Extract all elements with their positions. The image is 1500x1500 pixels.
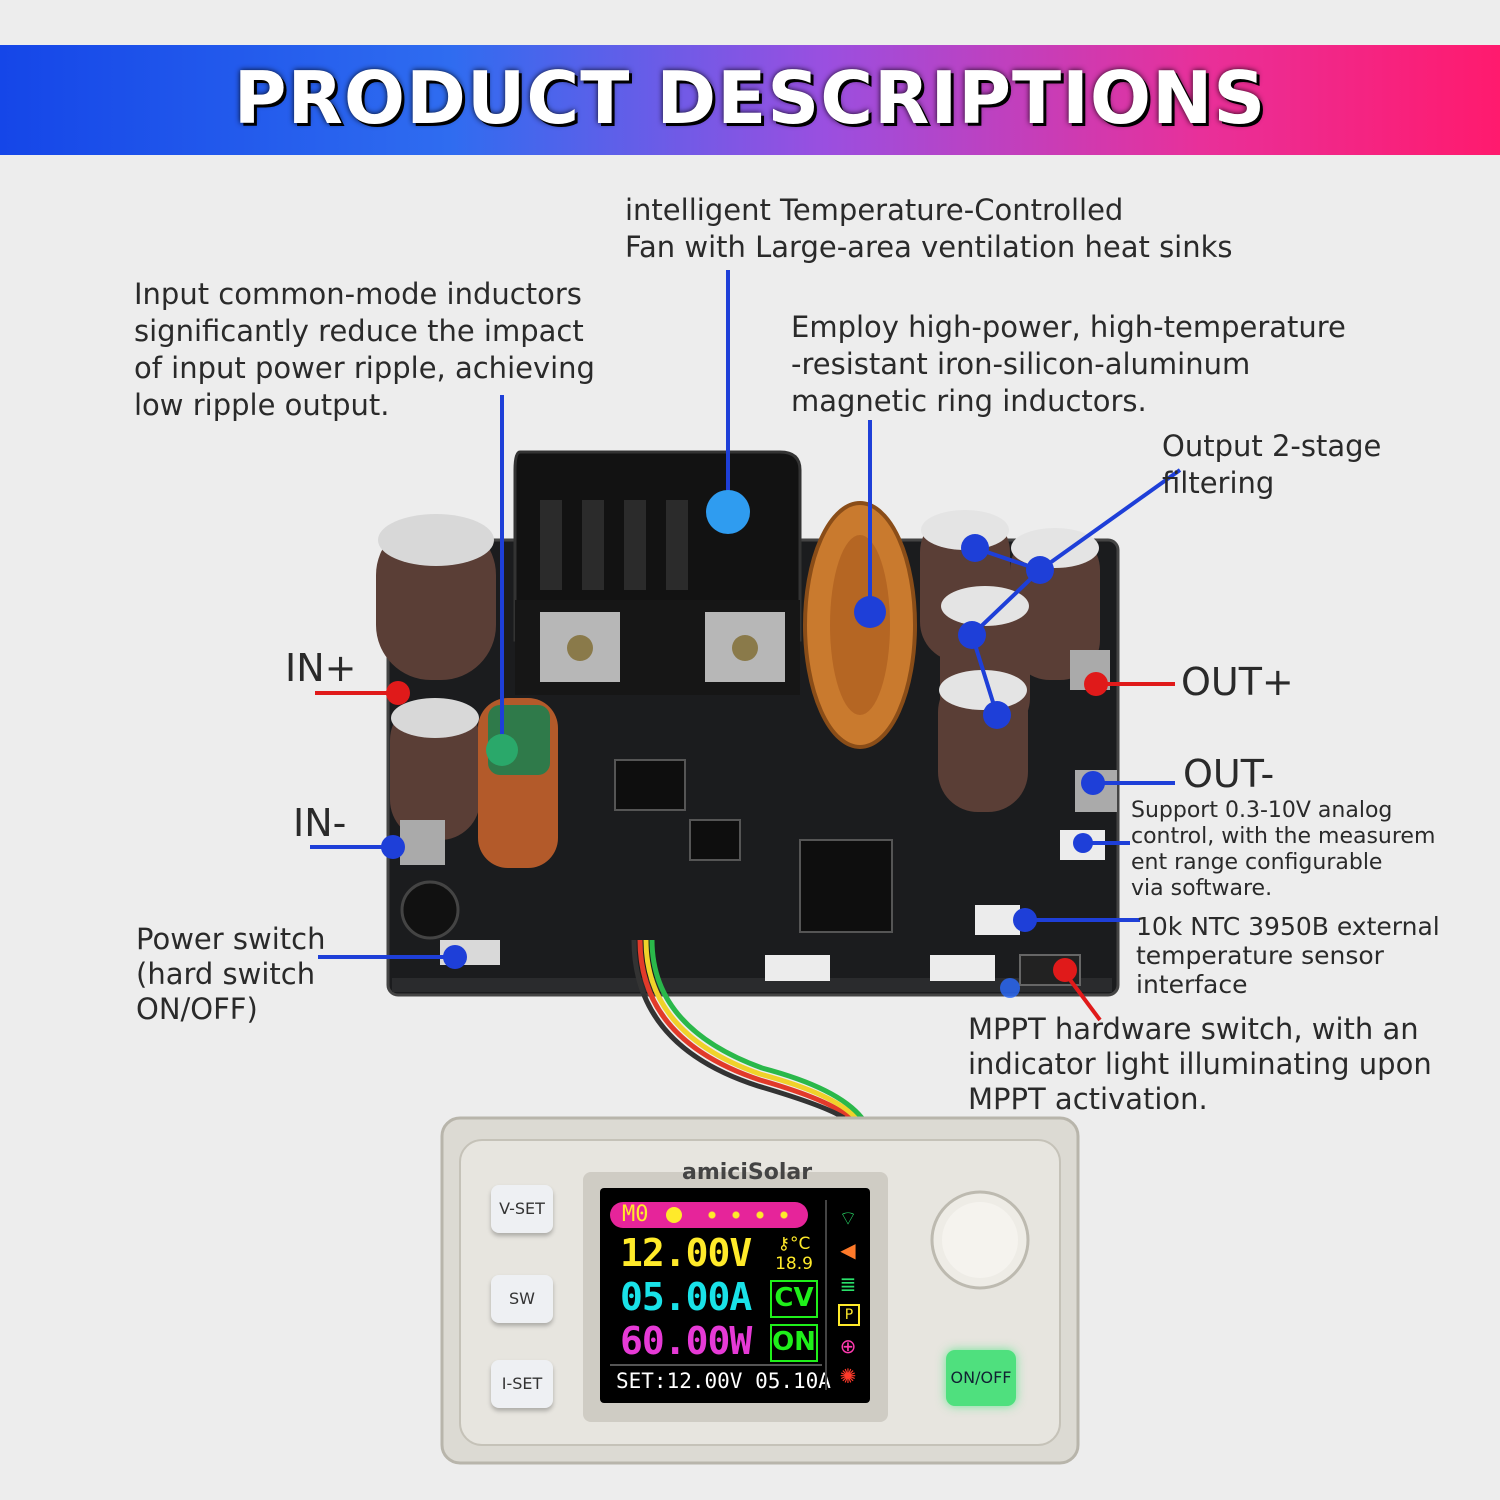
out-minus-marker [1081, 771, 1105, 795]
sw-button[interactable]: SW [491, 1275, 553, 1323]
output-filter-marker-1 [961, 534, 989, 562]
output-filter-marker-4 [983, 701, 1011, 729]
fan-callout: intelligent Temperature-Controlled Fan w… [625, 193, 1233, 264]
temperature-value: 18.9 [775, 1254, 813, 1274]
status-dot [666, 1207, 682, 1223]
voltage-readout: 12.00V [620, 1231, 752, 1275]
main-ic [799, 839, 893, 933]
analog-marker [1073, 833, 1093, 853]
input-inductor-callout: Input common-mode inductors significantl… [134, 277, 595, 422]
in-minus-label: IN- [293, 801, 347, 845]
output-filter-pointer-line-2 [969, 546, 1044, 716]
pcb-edge [392, 978, 1112, 992]
in-plus-marker [386, 681, 410, 705]
connector-white-3 [765, 955, 830, 981]
mppt-callout: MPPT hardware switch, with an indicator … [968, 1012, 1432, 1116]
on-badge: ON [770, 1324, 818, 1362]
sun-icon: ✺ [839, 1364, 857, 1388]
mppt-marker [1053, 958, 1077, 982]
wifi-icon: ⌔ [838, 1206, 858, 1230]
divider [610, 1364, 822, 1366]
ntc-marker [1013, 908, 1037, 932]
temperature-unit: °C [790, 1234, 811, 1254]
buzzer [400, 880, 460, 940]
output-filter-pointer-line-1 [1038, 468, 1182, 572]
current-readout: 05.00A [620, 1275, 752, 1319]
mppt-line [1063, 971, 1102, 1022]
set-line: SET:12.00V 05.10A [616, 1369, 831, 1393]
in-plus-label: IN+ [285, 646, 357, 690]
thermometer-icon: ⚷ [777, 1234, 791, 1254]
cv-badge: CV [770, 1280, 818, 1318]
lock-icon: ⊕ [839, 1334, 857, 1358]
out-plus-label: OUT+ [1181, 660, 1294, 704]
ring-inductor-marker [854, 596, 886, 628]
ntc-callout: 10k NTC 3950B external temperature senso… [1136, 912, 1440, 999]
ribbon-cable [637, 939, 852, 1120]
output-filter-callout: Output 2-stage filtering [1162, 429, 1382, 500]
power-switch-marker [443, 945, 467, 969]
connector-white-2 [975, 905, 1020, 935]
vset-button[interactable]: V-SET [491, 1185, 553, 1233]
fan-marker [706, 490, 750, 534]
status-dots [700, 1211, 796, 1219]
p-icon: P [838, 1304, 860, 1326]
power-readout: 60.00W [620, 1319, 752, 1363]
temperature-readout: ⚷°C 18.9 [770, 1234, 818, 1274]
header-banner [0, 45, 1500, 155]
output-filter-marker-2 [1026, 556, 1054, 584]
in-minus-marker [381, 835, 405, 859]
lcd-screen: M0 12.00V 05.00A 60.00W ⚷°C 18.9 CV ON S… [600, 1188, 870, 1403]
input-inductor-marker [486, 734, 518, 766]
on-off-button[interactable]: ON/OFF [946, 1350, 1016, 1406]
storage-icon: ≣ [839, 1272, 857, 1296]
brand-logo: amiciSolar [682, 1160, 813, 1185]
connector-white-4 [930, 955, 995, 981]
out-minus-label: OUT- [1183, 752, 1275, 796]
iset-button[interactable]: I-SET [491, 1360, 553, 1408]
mode-label: M0 [622, 1202, 649, 1227]
page-title: PRODUCT DESCRIPTIONS [233, 56, 1267, 140]
ring-inductor-callout: Employ high-power, high-temperature -res… [791, 310, 1346, 418]
out-plus-marker [1084, 672, 1108, 696]
output-filter-marker-3 [958, 621, 986, 649]
speaker-icon: ◀ [840, 1238, 856, 1262]
icon-column [825, 1200, 865, 1390]
analog-callout: Support 0.3-10V analog control, with the… [1131, 798, 1436, 901]
power-switch-callout: Power switch (hard switch ON/OFF) [136, 922, 326, 1026]
